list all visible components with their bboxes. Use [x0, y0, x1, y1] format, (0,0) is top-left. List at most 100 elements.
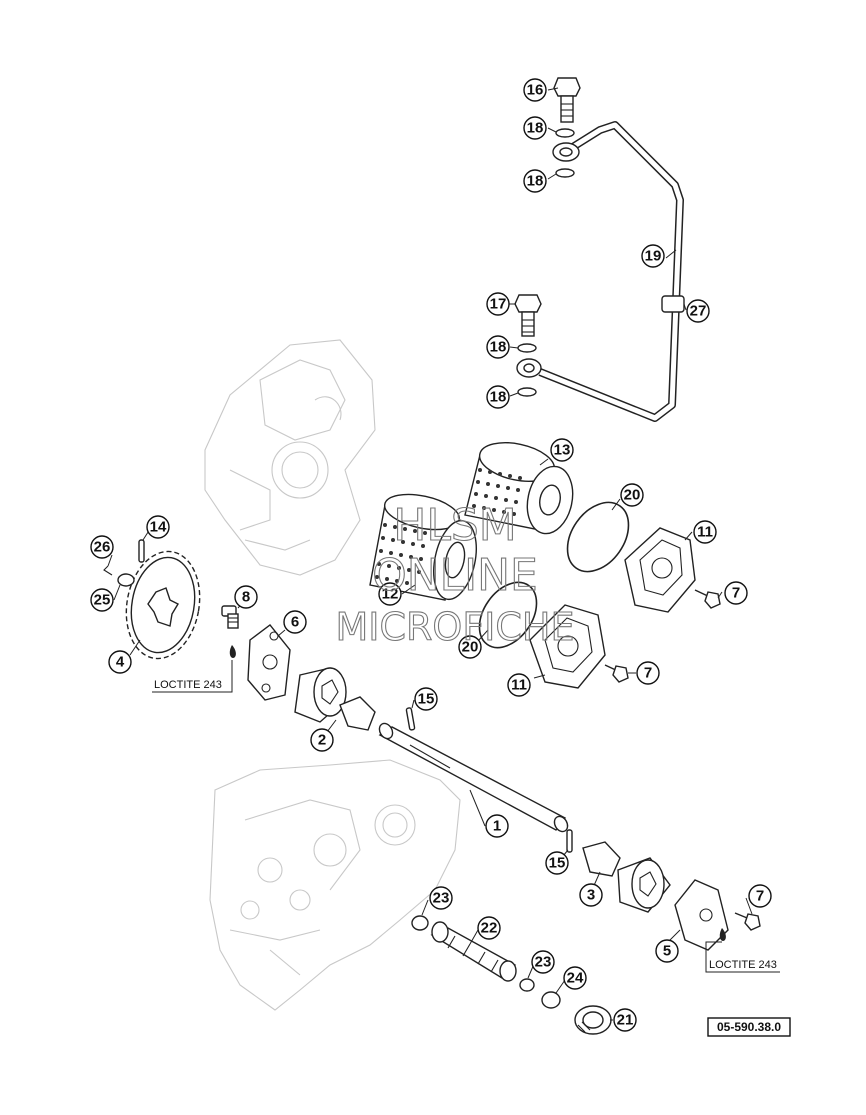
callout-26: 26 — [90, 535, 114, 559]
watermark-line-2: ONLINE — [372, 550, 538, 601]
o-ring-23-lower — [519, 978, 535, 992]
callout-13: 13 — [550, 438, 574, 462]
callout-15-lower-label: 15 — [549, 855, 566, 872]
banjo-fitting-lower — [516, 358, 542, 378]
loctite-note-left-text: LOCTITE 243 — [154, 679, 222, 691]
callout-7-cover: 7 — [748, 884, 772, 908]
pin-15-upper — [405, 707, 416, 731]
callout-18-a: 18 — [523, 116, 547, 140]
callout-23-lower: 23 — [531, 950, 555, 974]
callout-18-a-label: 18 — [527, 120, 544, 137]
oil-filter-13 — [464, 442, 574, 535]
callout-14-label: 14 — [150, 519, 167, 536]
callout-23-upper: 23 — [429, 886, 453, 910]
o-ring-24 — [541, 991, 561, 1009]
callout-11-lower: 11 — [507, 673, 531, 697]
callout-22-label: 22 — [481, 920, 498, 937]
drain-plug-21 — [574, 1005, 612, 1035]
callout-5: 5 — [655, 939, 679, 963]
loctite-drop-left — [229, 645, 236, 658]
callout-27: 27 — [686, 299, 710, 323]
sealing-ring-lower-top — [517, 343, 537, 353]
callout-20-upper-label: 20 — [624, 487, 641, 504]
o-ring-23-upper — [411, 915, 429, 931]
engine-casing-lower-ghost — [209, 759, 461, 1011]
pump-rotor-3 — [617, 857, 671, 913]
sealing-ring-lower-bottom — [517, 387, 537, 397]
callout-11-upper: 11 — [693, 520, 717, 544]
callout-15-upper: 15 — [414, 687, 438, 711]
loctite-note-right: LOCTITE 243 — [705, 941, 780, 973]
oil-line-clamp — [661, 295, 685, 313]
callout-15-lower: 15 — [545, 851, 569, 875]
callout-6-label: 6 — [291, 614, 299, 631]
oil-strainer-22 — [430, 921, 517, 982]
loctite-note-right-text: LOCTITE 243 — [709, 959, 777, 971]
callout-7-upper: 7 — [724, 581, 748, 605]
callout-20-upper: 20 — [620, 483, 644, 507]
sealing-ring-upper-top — [555, 128, 575, 138]
callout-18-b: 18 — [523, 169, 547, 193]
callout-24-label: 24 — [567, 970, 584, 987]
oil-pump-gear-4 — [125, 550, 201, 660]
oil-line-pipe-inner — [539, 122, 683, 421]
callout-4-label: 4 — [116, 654, 125, 671]
gasket-6 — [247, 624, 291, 701]
callout-15-upper-label: 15 — [418, 691, 435, 708]
callout-18-d-label: 18 — [490, 389, 507, 406]
callout-7-lower-label: 7 — [644, 665, 652, 682]
callout-17-label: 17 — [490, 296, 507, 313]
callout-20-lower-label: 20 — [462, 639, 479, 656]
callout-16-label: 16 — [527, 82, 544, 99]
pin-15-lower — [566, 829, 573, 853]
callout-14: 14 — [146, 515, 170, 539]
reference-code-box: 05-590.38.0 — [707, 1017, 791, 1037]
callout-18-b-label: 18 — [527, 173, 544, 190]
callout-2-label: 2 — [318, 732, 326, 749]
engine-casing-upper-ghost — [204, 339, 376, 576]
callout-7-lower: 7 — [636, 661, 660, 685]
callout-16: 16 — [523, 78, 547, 102]
callout-4: 4 — [108, 650, 132, 674]
pump-rotor-2 — [294, 667, 347, 723]
callout-6: 6 — [283, 610, 307, 634]
reference-code: 05-590.38.0 — [717, 1020, 781, 1034]
callout-21-label: 21 — [617, 1012, 634, 1029]
callout-7-upper-label: 7 — [732, 585, 740, 602]
inner-rotor-2 — [339, 696, 376, 731]
circlip-25 — [117, 573, 135, 587]
clip-26 — [103, 565, 113, 576]
watermark-line-1: HLSM — [393, 500, 517, 551]
inner-rotor-3 — [582, 841, 621, 877]
dowel-pin-14 — [138, 539, 145, 563]
callout-8-label: 8 — [242, 589, 250, 606]
callout-11-upper-label: 11 — [697, 524, 713, 541]
o-ring-20-upper — [566, 501, 630, 573]
callout-17: 17 — [486, 292, 510, 316]
pump-shaft-1 — [378, 722, 569, 833]
banjo-bolt-lower — [514, 294, 542, 337]
callout-2: 2 — [310, 728, 334, 752]
callout-27-label: 27 — [690, 303, 707, 320]
callout-1-label: 1 — [493, 818, 501, 835]
callout-18-d: 18 — [486, 385, 510, 409]
callout-3-label: 3 — [587, 887, 595, 904]
sealing-ring-upper-bottom — [555, 168, 575, 178]
oil-line-assembly — [514, 77, 685, 422]
callout-22: 22 — [477, 916, 501, 940]
banjo-bolt-upper — [553, 77, 581, 123]
callout-7-cover-label: 7 — [756, 888, 764, 905]
callout-1: 1 — [485, 814, 509, 838]
callout-25-label: 25 — [94, 592, 111, 609]
filter-cover-11-upper — [624, 527, 696, 613]
screw-7-lower — [604, 664, 629, 683]
callout-19-label: 19 — [645, 248, 662, 265]
callout-11-lower-label: 11 — [511, 677, 527, 694]
callout-12: 12 — [378, 582, 402, 606]
callout-20-lower: 20 — [458, 635, 482, 659]
screw-8 — [221, 605, 239, 629]
screw-7-upper — [694, 589, 721, 609]
callout-8: 8 — [234, 585, 258, 609]
callout-23-lower-label: 23 — [535, 954, 552, 971]
